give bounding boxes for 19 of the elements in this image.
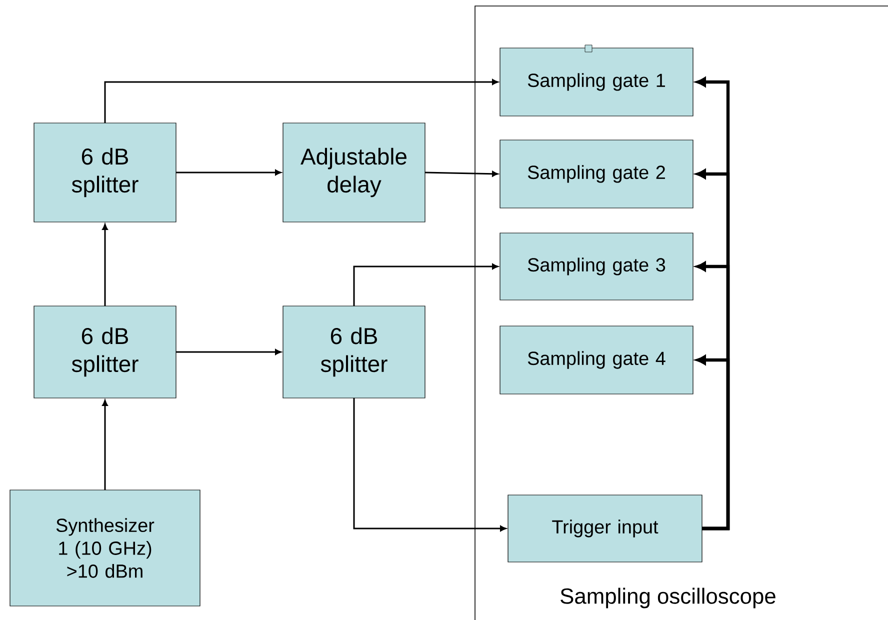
process-box: 6 dB splitter (282, 306, 426, 398)
gate-box: Trigger input (508, 494, 702, 562)
arrow (696, 355, 730, 530)
arrow (353, 398, 506, 532)
arrow (176, 170, 282, 176)
gate-box: Sampling gate 3 (500, 232, 694, 300)
arrow (102, 400, 108, 490)
arrow (353, 264, 498, 306)
process-box: Adjustable delay (282, 122, 426, 222)
gate-box: Sampling gate 2 (500, 140, 694, 208)
arrow (104, 79, 498, 123)
gate-box: Sampling gate 4 (500, 326, 694, 394)
process-box: 6 dB splitter (34, 306, 176, 398)
process-box: 6 dB splitter (34, 122, 176, 222)
arrow (102, 224, 108, 306)
arrow (424, 171, 498, 177)
gate-box: Sampling gate 1 (500, 48, 694, 116)
arrow (176, 349, 282, 355)
process-box: Synthesizer 1 (10 GHz) >10 dBm (10, 490, 200, 606)
